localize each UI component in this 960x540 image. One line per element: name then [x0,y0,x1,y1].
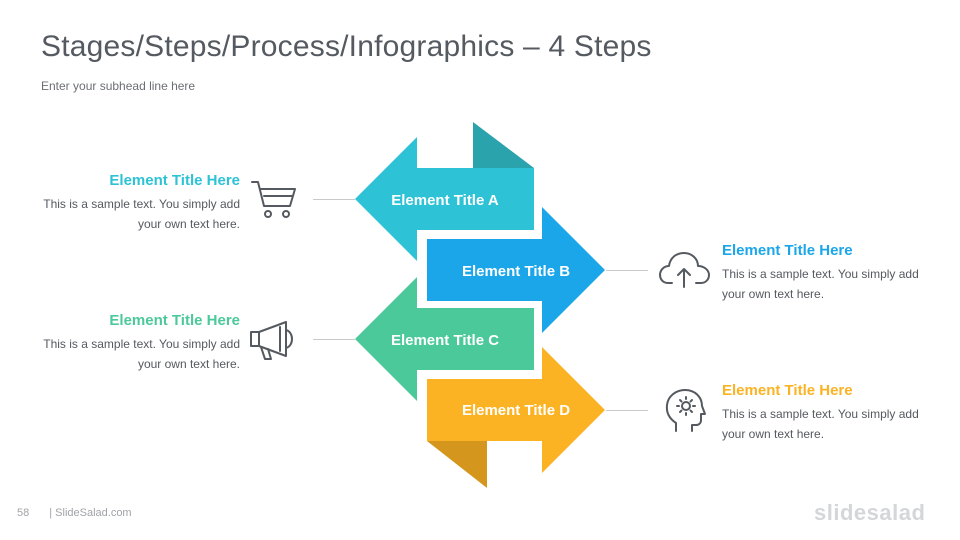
callout-a: Element Title Here This is a sample text… [40,172,240,234]
slide-footer: 58 | SlideSalad.com [17,507,132,519]
connector-line-b [606,270,648,271]
callout-d-text: This is a sample text. You simply add yo… [722,407,919,441]
callout-b-title: Element Title Here [722,242,853,259]
slide-title: Stages/Steps/Process/Infographics – 4 St… [41,30,652,63]
shopping-cart-icon [251,181,296,218]
connector-line-d [606,410,648,411]
callout-a-title: Element Title Here [109,172,240,189]
arrow-step-a [355,137,534,261]
arrow-step-b [427,207,605,333]
arrow-step-c [355,277,534,401]
slide-subhead: Enter your subhead line here [41,79,196,93]
callout-a-text: This is a sample text. You simply add yo… [43,197,240,231]
callout-c-text: This is a sample text. You simply add yo… [43,337,240,371]
callout-c: Element Title Here This is a sample text… [40,312,240,374]
connector-line-a [313,199,355,200]
arrow-c-label: Element Title C [391,332,499,349]
footer-site-link[interactable]: | SlideSalad.com [49,507,132,519]
callout-d: Element Title Here This is a sample text… [722,382,922,444]
callout-d-title: Element Title Here [722,382,853,399]
cloud-upload-icon [659,252,710,288]
arrow-a-fold [473,122,534,168]
connector-line-c [313,339,355,340]
arrow-d-label: Element Title D [462,402,570,419]
head-gear-icon [665,389,706,432]
brand-logo: slidesalad [814,500,926,525]
callout-c-title: Element Title Here [109,312,240,329]
callout-b: Element Title Here This is a sample text… [722,242,922,304]
arrow-a-label: Element Title A [391,192,499,209]
page-number: 58 [17,507,30,519]
arrow-step-d [427,347,605,473]
arrow-d-fold [427,441,487,488]
callout-b-text: This is a sample text. You simply add yo… [722,267,919,301]
arrow-b-label: Element Title B [462,263,570,280]
megaphone-icon [250,321,293,360]
